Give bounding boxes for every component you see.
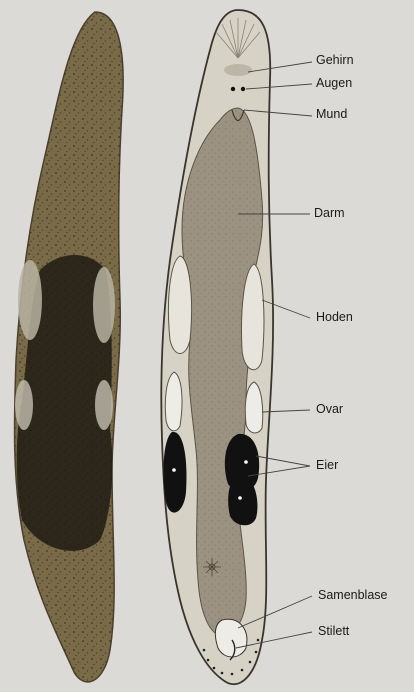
label-darm: Darm: [314, 207, 345, 220]
egg-nucleus: [172, 468, 176, 472]
label-augen: Augen: [316, 77, 352, 90]
eye-left: [231, 87, 235, 91]
label-ovar: Ovar: [316, 403, 343, 416]
left-worm-natural: [14, 12, 123, 682]
seminal-vesicle: [215, 619, 247, 657]
brain: [224, 64, 252, 76]
left-worm-light-patch: [15, 380, 33, 430]
left-worm-light-patch: [93, 267, 115, 343]
egg-nucleus: [244, 460, 248, 464]
label-samenblase: Samenblase: [318, 589, 388, 602]
testis-left: [168, 256, 191, 354]
eye-right: [241, 87, 245, 91]
label-stilett: Stilett: [318, 625, 349, 638]
label-mund: Mund: [316, 108, 347, 121]
left-worm-light-patch: [95, 380, 113, 430]
left-worm-light-patch: [18, 260, 42, 340]
label-hoden: Hoden: [316, 311, 353, 324]
label-eier: Eier: [316, 459, 338, 472]
egg-nucleus: [238, 496, 242, 500]
label-gehirn: Gehirn: [316, 54, 354, 67]
